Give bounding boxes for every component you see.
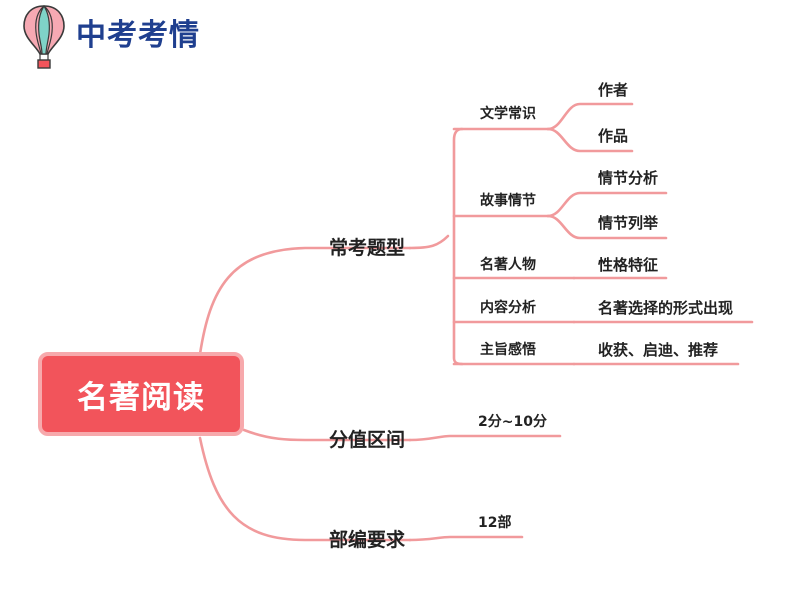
connector-gushi-fenxi [546, 191, 668, 218]
node-renwu: 名著人物 [480, 257, 536, 273]
branch-fenzhi: 分值区间 [329, 429, 406, 451]
connector-fenzhi-child [408, 434, 562, 442]
page-title: 中考考情 [76, 18, 200, 53]
root-node: 名著阅读 [38, 352, 244, 436]
node-wenxue: 文学常识 [480, 106, 536, 122]
node-zhuzhi: 主旨感悟 [480, 342, 536, 358]
node-fenzhi-value: 2分~10分 [478, 414, 547, 430]
hot-air-balloon-icon [23, 4, 65, 69]
node-neirong: 内容分析 [480, 300, 536, 316]
leaf-xingshi: 名著选择的形式出现 [598, 299, 734, 317]
leaf-shouhuo: 收获、启迪、推荐 [598, 341, 719, 359]
connector-vertical-bar [452, 127, 464, 366]
leaf-qingjie-liejv: 情节列举 [598, 214, 659, 232]
leaf-zuopin: 作品 [598, 127, 629, 145]
connector-wenxue-zuopin [546, 127, 634, 153]
connector-branch-1-fan [408, 234, 450, 250]
connector-bubian-child [408, 535, 524, 542]
connector-root-branch-1 [198, 246, 412, 356]
connector-root-branch-2 [242, 428, 412, 442]
leaf-qingjie-fenxi: 情节分析 [598, 169, 659, 187]
leaf-xingge: 性格特征 [598, 256, 659, 274]
node-bubian-value: 12部 [478, 515, 512, 531]
branch-changkao: 常考题型 [329, 237, 406, 259]
branch-bubian: 部编要求 [329, 529, 406, 551]
connector-wenxue-zuozhe [546, 102, 634, 131]
node-gushi: 故事情节 [480, 193, 536, 209]
connector-gushi-liejv [546, 214, 668, 240]
leaf-zuozhe: 作者 [598, 81, 629, 99]
connector-root-branch-3 [198, 436, 412, 542]
